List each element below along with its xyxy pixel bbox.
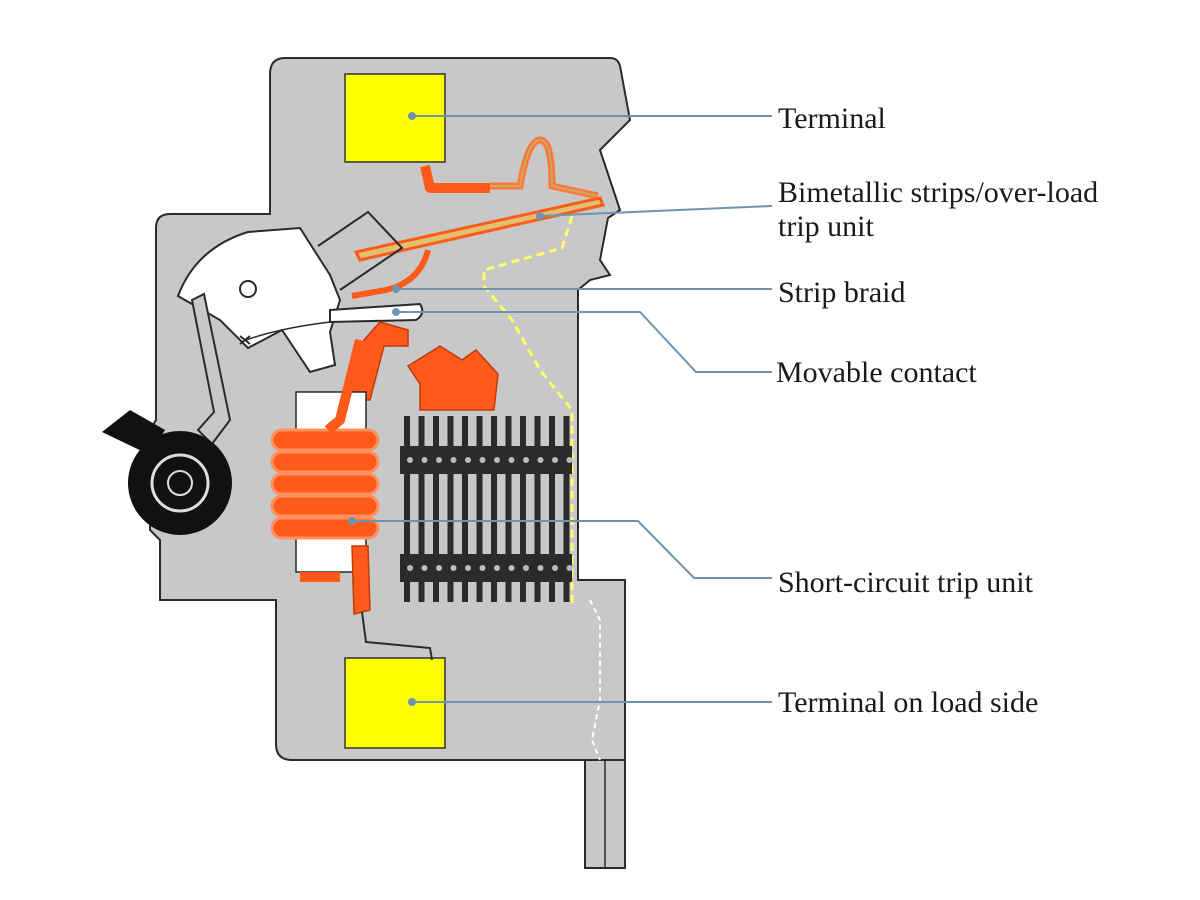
arc-chute-rivet [450,457,457,463]
leader-bimetal [539,205,773,217]
trip-mechanism [176,226,342,374]
arc-chute-plate [563,416,570,602]
arc-chute-plate [433,416,439,602]
arc-chute-rivet [450,565,457,571]
arc-chute-plate [505,416,512,602]
arc-chute-rivet [479,457,486,463]
terminal-top [344,73,446,163]
arc-chute-plate [447,416,454,602]
arc-chute-rivet [537,457,544,463]
arc-runner-path [482,215,574,608]
leader-movable [396,311,772,373]
arc-chute-plate [404,416,410,602]
bottom-wire [361,611,433,661]
leader-lines [352,115,773,703]
arc-chute-rivet [494,565,500,571]
arc-chute-plate [549,416,555,602]
arc-chute-rivet [508,565,515,571]
pivot-hole [239,280,257,298]
label-bimetallic-line2: trip unit [778,210,874,243]
top-copper-connector [420,164,490,193]
arc-chute-rivet [436,565,442,571]
latch-link [317,210,404,291]
strip-braid [351,249,431,299]
arc-chute-rivet [566,457,573,463]
arc-chute-rivet [552,565,558,571]
arc-chute-plate [534,416,541,602]
label-bimetallic-line1: Bimetallic strips/over-load [778,176,1099,209]
arc-chute-rivet [566,565,573,571]
arc-chute-rivet [407,457,413,463]
arc-chute-rivet [465,565,471,571]
arc-chute-rivet [494,457,500,463]
arc-chute [400,416,573,602]
arc-chute-rivet [465,457,471,463]
arc-chute-plate [462,416,468,602]
operating-handle [102,410,232,535]
arc-chute-rivet [537,565,544,571]
arc-chute-rivet [407,565,413,571]
label-bimetallic-strips: Bimetallic strips/over-load trip unit [778,176,1098,244]
arc-chute-plate [491,416,497,602]
arc-chute-rivet [523,565,529,571]
dashed-outline [589,599,601,761]
arc-chute-rivet [421,457,428,463]
label-strip-braid: Strip braid [778,276,906,309]
leader-short-circuit [352,520,772,579]
arc-chute-plate [476,416,483,602]
arc-chute-plate [418,416,425,602]
arc-chute-rivet [552,457,558,463]
movable-contact [329,302,424,324]
arc-chute-rivet [421,565,428,571]
solenoid-coil [270,338,380,615]
arc-horn [406,345,499,411]
arc-chute-rivet [508,457,515,463]
arc-chute-plate [520,416,526,602]
label-terminal-load-side: Terminal on load side [778,686,1039,719]
label-movable-contact: Movable contact [776,356,977,389]
arc-chute-rivet [436,457,442,463]
label-short-circuit-trip-unit: Short-circuit trip unit [778,566,1033,599]
arc-chute-rivet [523,457,529,463]
din-rail-clip [584,759,626,869]
arc-chute-rivet [479,565,486,571]
label-terminal: Terminal [778,102,886,135]
